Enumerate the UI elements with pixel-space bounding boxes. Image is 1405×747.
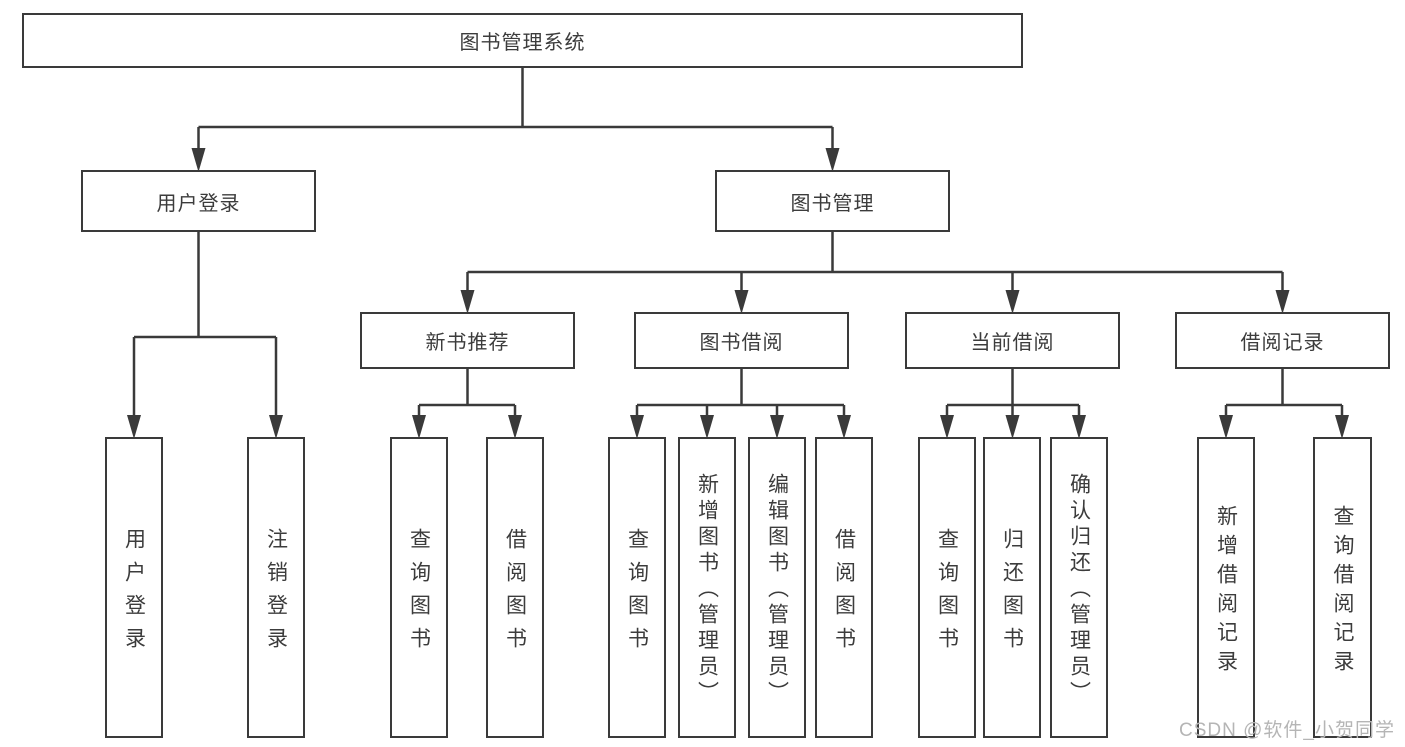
- leaf-borrow-books-borrowing: 借阅图书: [815, 437, 873, 738]
- arrowhead: [940, 415, 954, 439]
- arrowhead: [1335, 415, 1349, 439]
- leaf-query-books-recommendation: 查询图书: [390, 437, 448, 738]
- arrowhead: [734, 290, 749, 314]
- arrowhead: [1275, 290, 1290, 314]
- leaf-confirm-return-admin: 确认归还（管理员）: [1050, 437, 1108, 738]
- node-new-book-recommendation: 新书推荐: [360, 312, 575, 369]
- leaf-borrow-books-recommendation: 借阅图书: [486, 437, 544, 738]
- arrowhead: [127, 415, 141, 439]
- node-book-management: 图书管理: [715, 170, 950, 232]
- arrowhead: [837, 415, 851, 439]
- leaf-query-borrow-record: 查询借阅记录: [1313, 437, 1372, 738]
- arrowhead: [460, 290, 475, 314]
- arrowhead: [825, 148, 840, 172]
- leaf-add-borrow-record: 新增借阅记录: [1197, 437, 1255, 738]
- arrowhead: [1072, 415, 1086, 439]
- arrowhead: [1005, 290, 1020, 314]
- arrowhead: [412, 415, 426, 439]
- arrowhead: [1219, 415, 1233, 439]
- leaf-logout: 注销登录: [247, 437, 305, 738]
- leaf-user-login: 用户登录: [105, 437, 163, 738]
- leaf-add-books-admin: 新增图书（管理员）: [678, 437, 736, 738]
- leaf-query-books-current: 查询图书: [918, 437, 976, 738]
- leaf-return-books: 归还图书: [983, 437, 1041, 738]
- arrowhead: [770, 415, 784, 439]
- arrowhead: [269, 415, 283, 439]
- arrowhead: [1005, 415, 1020, 439]
- arrowhead: [191, 148, 206, 172]
- leaf-query-books-borrowing: 查询图书: [608, 437, 666, 738]
- csdn-watermark: CSDN @软件_小贺同学: [1179, 720, 1395, 741]
- node-user-login: 用户登录: [81, 170, 316, 232]
- node-library-management-system: 图书管理系统: [22, 13, 1023, 68]
- node-borrowing-records: 借阅记录: [1175, 312, 1390, 369]
- arrowhead: [630, 415, 644, 439]
- leaf-edit-books-admin: 编辑图书（管理员）: [748, 437, 806, 738]
- arrowhead: [700, 415, 714, 439]
- node-book-borrowing: 图书借阅: [634, 312, 849, 369]
- arrowhead: [508, 415, 522, 439]
- node-current-borrowing: 当前借阅: [905, 312, 1120, 369]
